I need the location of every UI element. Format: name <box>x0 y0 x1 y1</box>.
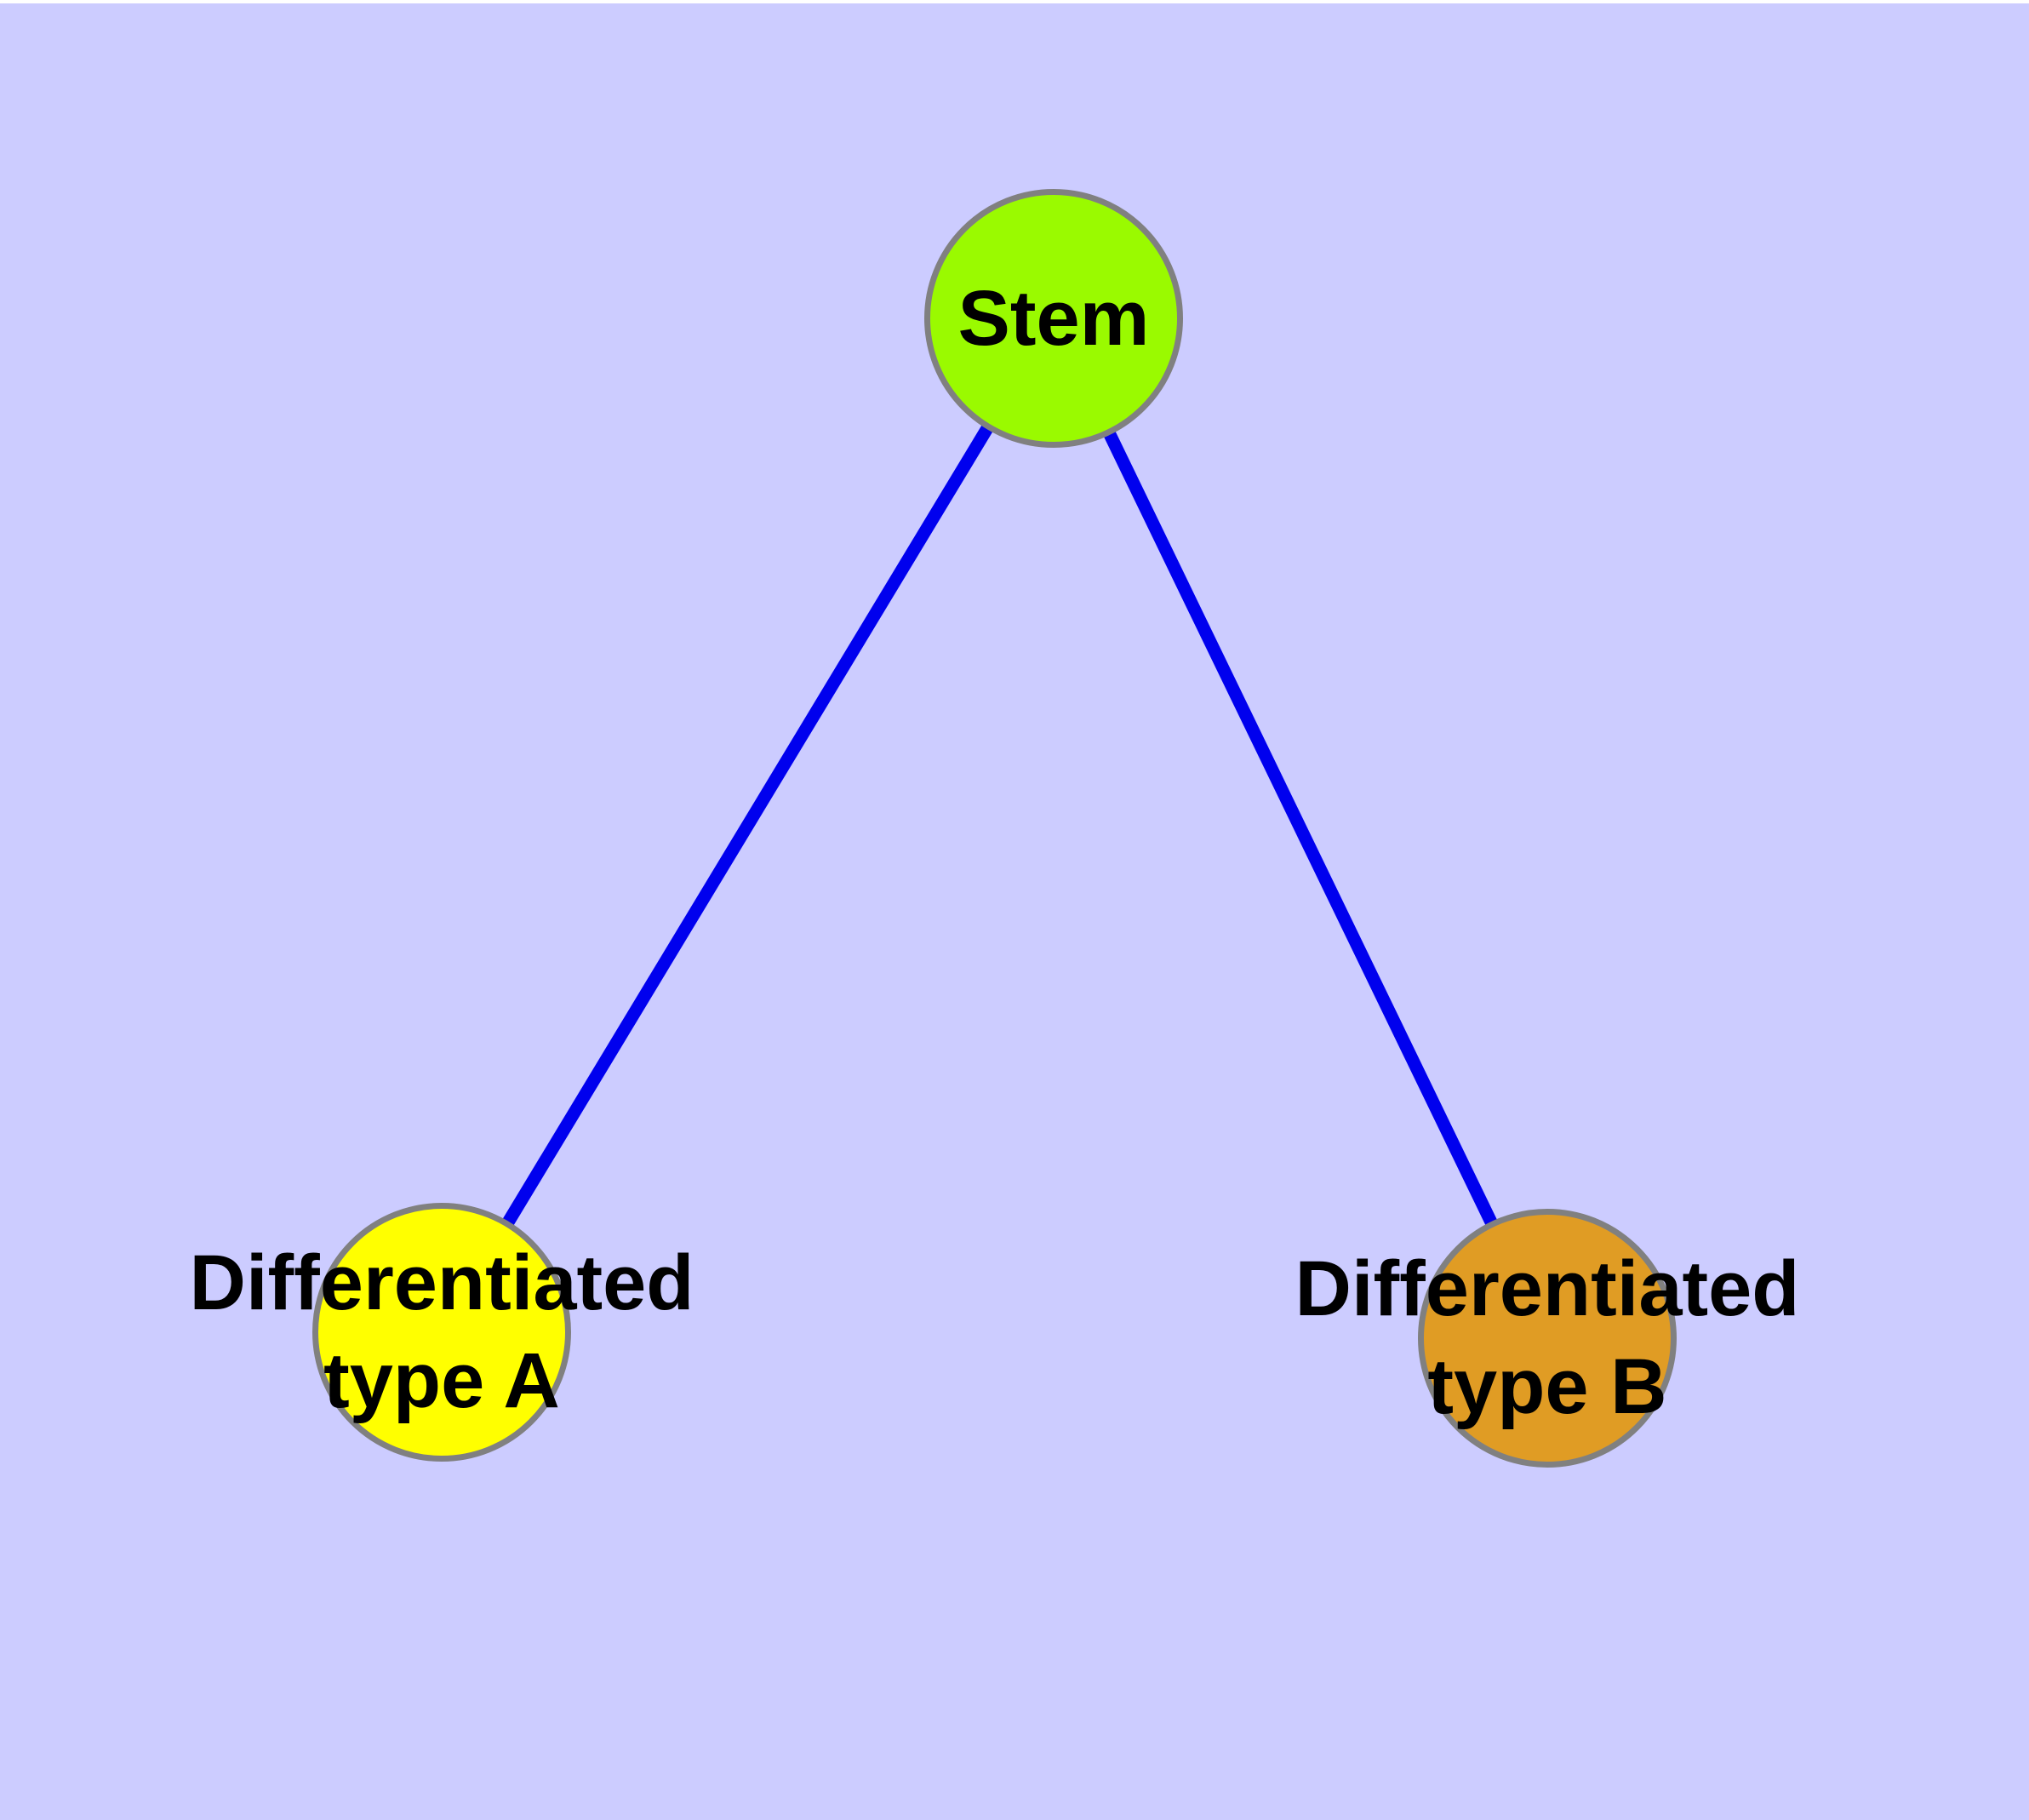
node-differentiated-type-b-circle <box>1418 1209 1677 1468</box>
node-stem-circle <box>924 189 1183 448</box>
node-differentiated-type-a-circle <box>312 1203 571 1462</box>
diagram-canvas: Stem Differentiated type A Differentiate… <box>0 3 2029 1820</box>
edge-layer <box>436 315 1553 1342</box>
edge-stem-to-type-a <box>436 315 1060 1336</box>
edge-stem-to-type-b <box>1048 315 1553 1342</box>
